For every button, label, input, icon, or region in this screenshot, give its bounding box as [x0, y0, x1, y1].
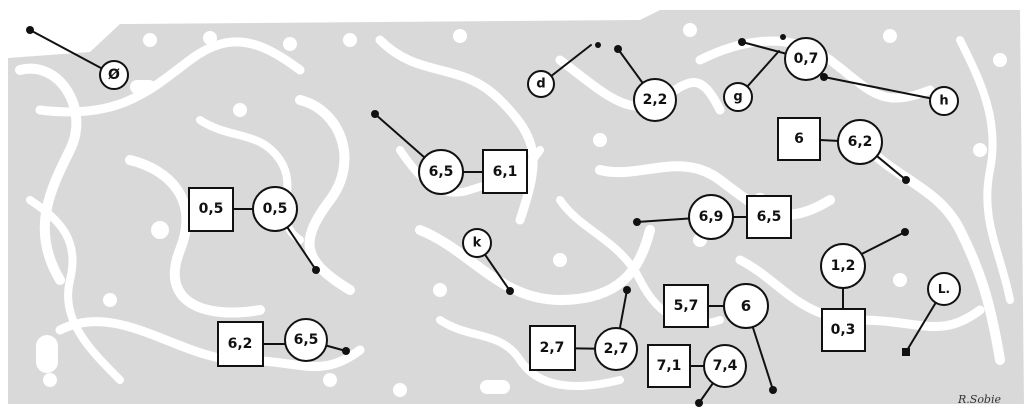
- marker-circle-2-7: 2,7: [594, 327, 638, 371]
- marker-circle-1-2: 1,2: [820, 243, 866, 289]
- marker-circle-2-2: 2,2: [633, 78, 677, 122]
- board-substrate: [8, 10, 1024, 404]
- artist-signature: R.Sobie: [957, 393, 1001, 406]
- marker-circle-l: L.: [927, 272, 961, 306]
- marker-circle-6-2-top: 6,2: [837, 119, 883, 165]
- marker-circle-k-text: k: [473, 236, 482, 251]
- marker-circle-l-text: L.: [938, 282, 950, 296]
- marker-circle-g-text: g: [733, 90, 742, 105]
- marker-circle-7-4: 7,4: [703, 344, 747, 388]
- marker-square-6-5-mid: 6,5: [746, 195, 792, 239]
- marker-square-6-top-text: 6: [794, 131, 804, 147]
- marker-circle-2-7-text: 2,7: [604, 341, 629, 357]
- marker-square-5-7-text: 5,7: [674, 298, 699, 314]
- marker-circle-6-5-mid-text: 6,5: [429, 164, 454, 180]
- marker-circle-slash0-text: Ø: [108, 67, 120, 83]
- marker-circle-1-2-text: 1,2: [831, 258, 856, 274]
- marker-circle-6-5-bottom-text: 6,5: [294, 332, 319, 348]
- marker-circle-0-7: 0,7: [784, 37, 828, 81]
- marker-circle-h: h: [929, 86, 959, 116]
- board-pads: [36, 23, 1007, 397]
- marker-circle-6-bottom: 6: [723, 283, 769, 329]
- marker-circle-0-7-text: 0,7: [794, 51, 819, 67]
- marker-square-6-1-text: 6,1: [493, 164, 518, 180]
- marker-circle-6-5-bottom: 6,5: [284, 318, 328, 362]
- marker-circle-6-5-mid: 6,5: [418, 149, 464, 195]
- marker-circle-0-5: 0,5: [252, 186, 298, 232]
- marker-square-6-2-bottom-text: 6,2: [228, 336, 253, 352]
- marker-square-0-5: 0,5: [188, 187, 234, 232]
- marker-square-6-5-mid-text: 6,5: [757, 209, 782, 225]
- marker-square-7-1: 7,1: [647, 344, 691, 388]
- marker-circle-6-bottom-text: 6: [741, 297, 751, 315]
- marker-circle-7-4-text: 7,4: [713, 358, 738, 374]
- lead-end-dots: [26, 26, 910, 407]
- marker-square-5-7: 5,7: [663, 284, 709, 328]
- marker-circle-2-2-text: 2,2: [643, 92, 668, 108]
- marker-circle-g: g: [723, 82, 753, 112]
- marker-square-2-7: 2,7: [529, 325, 576, 371]
- marker-circle-6-9: 6,9: [688, 194, 734, 240]
- marker-circle-slash0: Ø: [99, 60, 129, 90]
- marker-square-7-1-text: 7,1: [657, 358, 682, 374]
- board-traces: [15, 35, 1014, 390]
- marker-circle-h-text: h: [939, 94, 948, 109]
- marker-square-0-3: 0,3: [821, 308, 866, 352]
- marker-square-0-3-text: 0,3: [831, 322, 856, 338]
- marker-square-6-top: 6: [777, 117, 821, 161]
- marker-circle-d: d: [527, 70, 555, 98]
- marker-circle-0-5-text: 0,5: [263, 201, 288, 217]
- marker-square-0-5-text: 0,5: [199, 201, 224, 217]
- marker-circle-k: k: [462, 228, 492, 258]
- marker-square-6-1: 6,1: [482, 149, 528, 194]
- marker-square-6-2-bottom: 6,2: [217, 321, 264, 367]
- marker-circle-6-2-top-text: 6,2: [848, 134, 873, 150]
- marker-circle-d-text: d: [536, 77, 545, 92]
- marker-square-2-7-text: 2,7: [540, 340, 565, 356]
- marker-circle-6-9-text: 6,9: [699, 209, 724, 225]
